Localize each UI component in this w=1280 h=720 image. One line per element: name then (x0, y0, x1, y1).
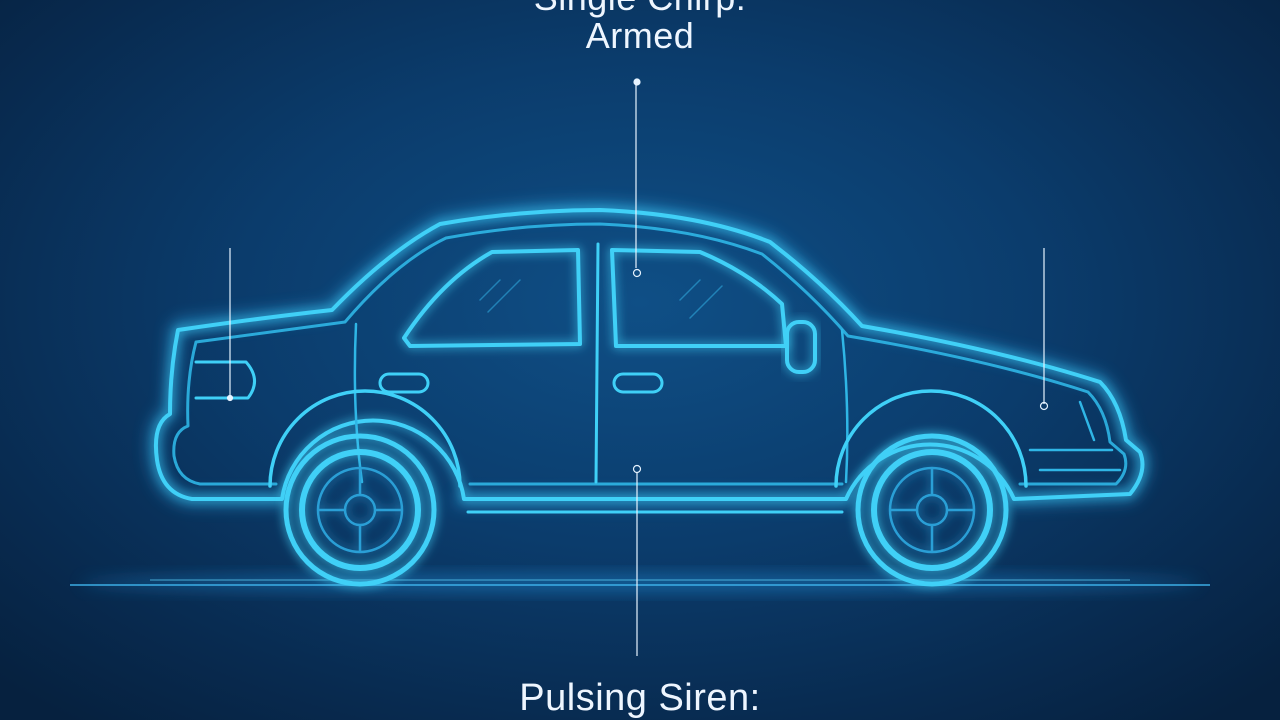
rear-window (402, 248, 582, 348)
top-label-line1: Single Chirp: (0, 0, 1280, 18)
top-label-line2: Armed (585, 15, 695, 56)
right-callout-anchor (1039, 401, 1049, 411)
side-mirror (785, 320, 817, 374)
top-callout-dot-top (633, 78, 641, 86)
car-outline (149, 203, 1149, 514)
tail-light (194, 360, 256, 400)
left-callout-anchor (226, 394, 234, 402)
rear-door-line (353, 322, 364, 484)
right-sound-wave-icon (862, 146, 1198, 244)
rear-wheel-arch (268, 389, 462, 488)
front-door-line (840, 328, 849, 484)
left-sound-wave-icon (95, 144, 410, 244)
bottom-label: Pulsing Siren: (519, 677, 761, 719)
rear-wheel (283, 433, 437, 587)
callout-leader-lines (226, 78, 1049, 656)
front-wheel-arch (834, 389, 1028, 488)
headlight (1028, 400, 1122, 472)
front-window (610, 248, 788, 348)
rear-door-handle (378, 372, 430, 394)
front-wheel (855, 433, 1009, 587)
front-door-handle (612, 372, 664, 394)
bottom-callout-anchor (632, 464, 642, 474)
car-body (153, 208, 1145, 501)
door-line (594, 242, 600, 484)
top-callout-anchor (632, 268, 642, 278)
car-body-inner (172, 222, 1128, 486)
ground-glow (70, 574, 1210, 592)
